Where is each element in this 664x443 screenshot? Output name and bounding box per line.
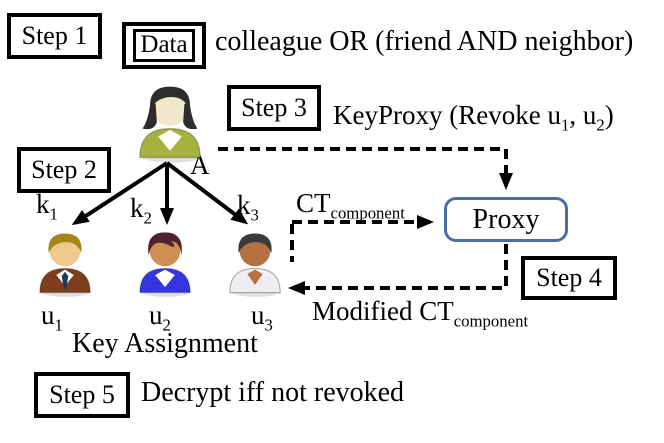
user2-hair [148,232,182,256]
decrypt-text: Decrypt iff not revoked [141,377,405,408]
user2-label: u2 [149,300,171,335]
keyproxy-text: KeyProxy (Revoke u1, u2) [333,100,614,135]
step2-box: Step 2 [17,147,111,193]
step5-box: Step 5 [34,372,130,418]
key-assignment-label: Key Assignment [72,328,258,359]
owner-avatar [139,86,202,163]
arrow-proxy-to-u3 [288,244,508,295]
user1-hair [48,233,82,254]
data-box: Data [122,22,206,69]
user2-avatar [139,232,192,297]
user3-avatar [229,233,282,297]
owner-hair [150,86,190,111]
owner-hair-left [142,103,157,130]
key3-label: k3 [237,190,259,225]
modified-ct-label: Modified CTcomponent [312,296,529,331]
arrow-keyproxy-to-proxy [218,147,513,190]
user3-collar [247,269,263,285]
owner-hair-right [183,103,198,130]
step1-box: Step 1 [7,13,102,59]
step4-box: Step 4 [521,256,617,300]
user1-avatar [39,233,92,297]
step3-box: Step 3 [227,85,321,131]
key2-label: k2 [130,193,152,228]
ct-component-label: CTcomponent [296,188,405,223]
owner-label: A [190,150,210,180]
owner-collar [158,129,182,151]
proxy-box: Proxy [444,197,568,242]
user3-label: u3 [251,300,273,335]
user1-tie [61,271,69,290]
user3-hair [238,233,272,254]
arrow-a-to-u3 [165,161,249,225]
data-box-inner: Data [133,29,195,62]
policy-text: colleague OR (friend AND neighbor) [215,26,634,57]
user1-label: u1 [41,300,63,335]
arrow-a-to-u1 [71,161,169,226]
key1-label: k1 [36,189,58,224]
user2-collar [155,269,175,288]
